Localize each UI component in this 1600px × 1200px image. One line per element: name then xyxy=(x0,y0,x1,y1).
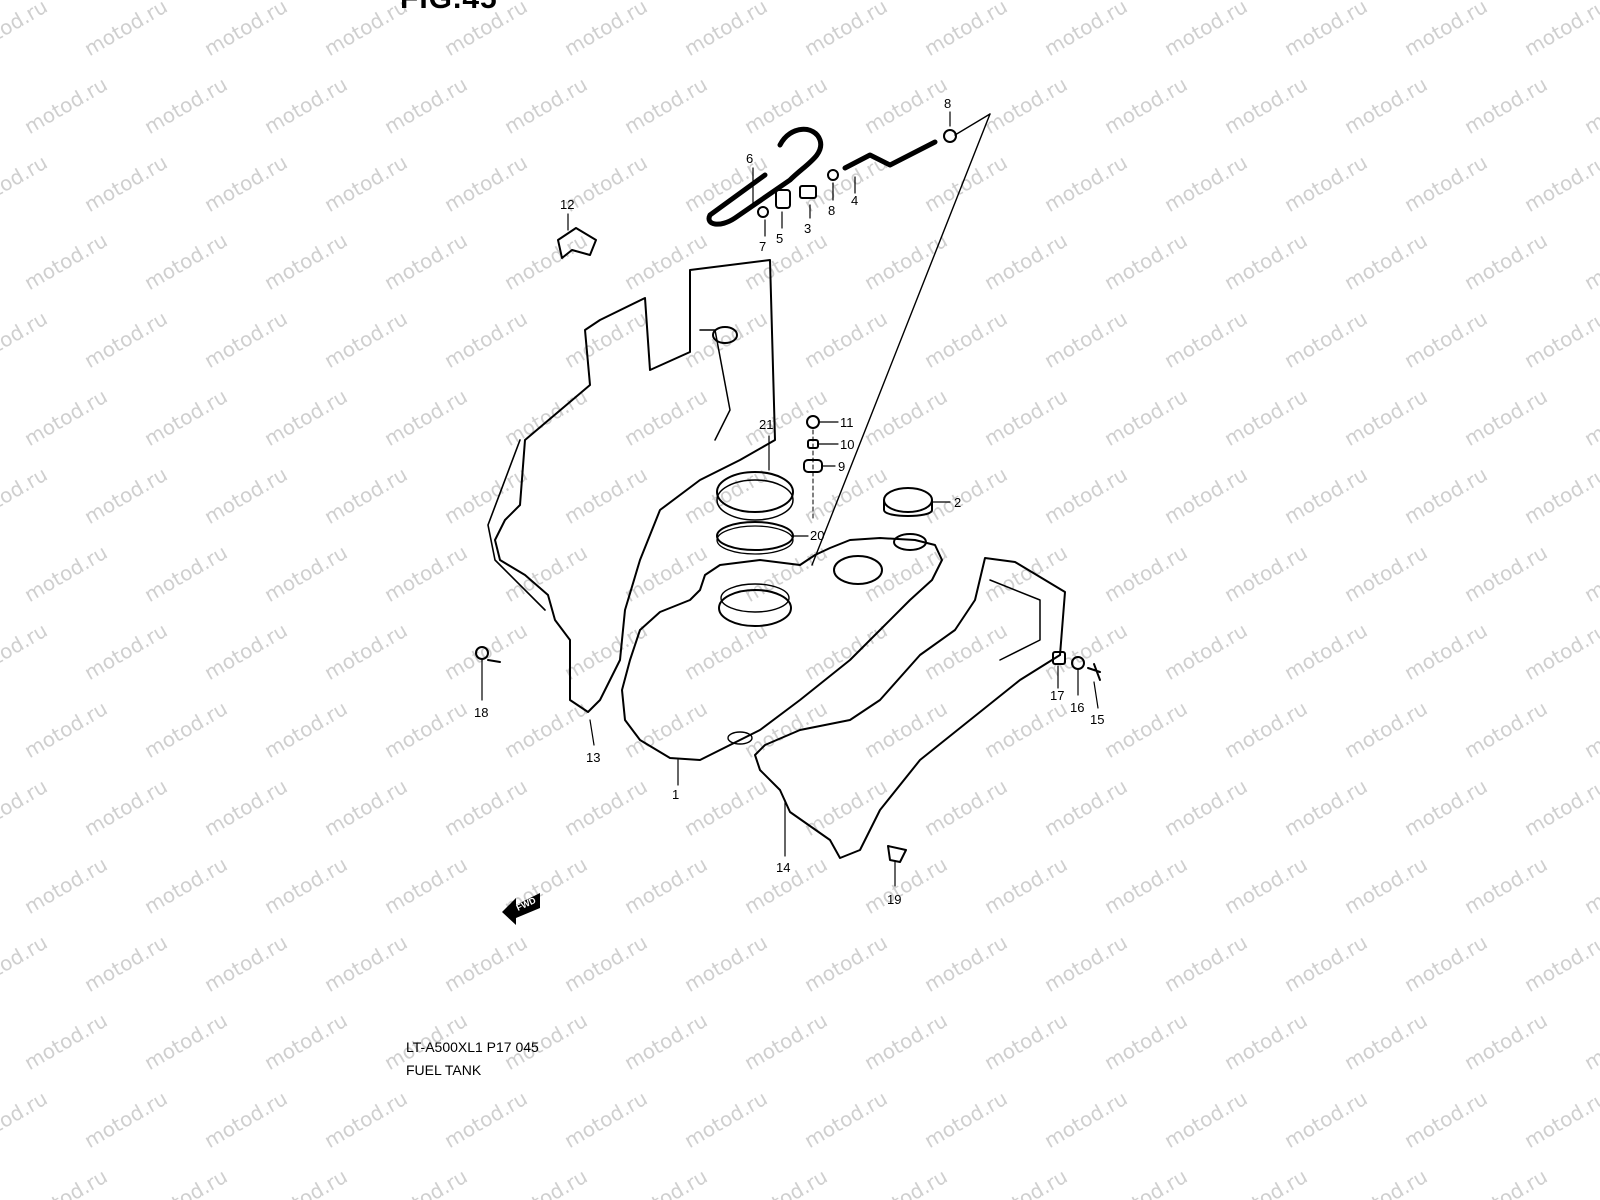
callout-13: 13 xyxy=(586,750,600,765)
callout-7: 7 xyxy=(759,239,766,254)
valve-5 xyxy=(775,189,791,209)
clamp-8a xyxy=(827,169,839,181)
callout-17: 17 xyxy=(1050,688,1064,703)
callout-19: 19 xyxy=(887,892,901,907)
callout-15: 15 xyxy=(1090,712,1104,727)
lock-ring-21 xyxy=(716,471,794,513)
caption-title: FUEL TANK xyxy=(406,1062,482,1078)
cover-detail xyxy=(989,579,1041,661)
tray-13 xyxy=(494,259,776,713)
callout-10: 10 xyxy=(840,437,854,452)
collar-17 xyxy=(1052,651,1066,665)
tank-neck-ring xyxy=(720,583,790,613)
fastener-19 xyxy=(887,845,907,863)
gasket-20-inner xyxy=(716,525,794,555)
bolt-11 xyxy=(806,415,820,429)
tray-hole xyxy=(712,326,738,344)
callout-4: 4 xyxy=(851,193,858,208)
figure-title: FIG.45 xyxy=(400,0,498,16)
tank-filler-neck xyxy=(718,589,792,627)
callout-2: 2 xyxy=(954,495,961,510)
tank-cap-port xyxy=(833,555,883,585)
hose-6 xyxy=(706,126,824,227)
callout-20: 20 xyxy=(810,528,824,543)
leader-line xyxy=(811,113,991,566)
callout-8b: 8 xyxy=(944,96,951,111)
callout-21: 21 xyxy=(759,417,773,432)
filler-neck xyxy=(893,533,927,551)
callout-8a: 8 xyxy=(828,203,835,218)
bolt-15 xyxy=(1087,663,1101,681)
tank-boss xyxy=(727,731,753,745)
clamp-7 xyxy=(757,206,769,218)
callout-1: 1 xyxy=(672,787,679,802)
clamp-8b xyxy=(943,129,957,143)
fuel-cap-side xyxy=(883,499,933,517)
callout-5: 5 xyxy=(776,231,783,246)
fuel-cap-2 xyxy=(883,487,933,513)
callout-18: 18 xyxy=(474,705,488,720)
caption-model-code: LT-A500XL1 P17 045 xyxy=(406,1039,539,1055)
frame-rail xyxy=(487,439,546,611)
washer-16 xyxy=(1071,656,1085,670)
callout-6: 6 xyxy=(746,151,753,166)
side-cover-14 xyxy=(754,557,1066,859)
callout-12: 12 xyxy=(560,197,574,212)
leader-line xyxy=(954,113,991,136)
callout-16: 16 xyxy=(1070,700,1084,715)
bolt-18 xyxy=(475,646,489,660)
callout-leaders xyxy=(481,111,1099,887)
fwd-arrow-icon: FWD xyxy=(502,893,540,925)
callout-9: 9 xyxy=(838,459,845,474)
connector-3 xyxy=(799,185,817,199)
callout-3: 3 xyxy=(804,221,811,236)
callout-14: 14 xyxy=(776,860,790,875)
fuel-tank-1 xyxy=(621,537,943,761)
lock-ring-21-base xyxy=(716,479,794,521)
tray-detail xyxy=(699,329,731,441)
hose-4 xyxy=(842,139,938,171)
bolt-18-shank xyxy=(487,659,501,663)
clip-12 xyxy=(557,227,597,259)
callout-11: 11 xyxy=(840,415,854,430)
